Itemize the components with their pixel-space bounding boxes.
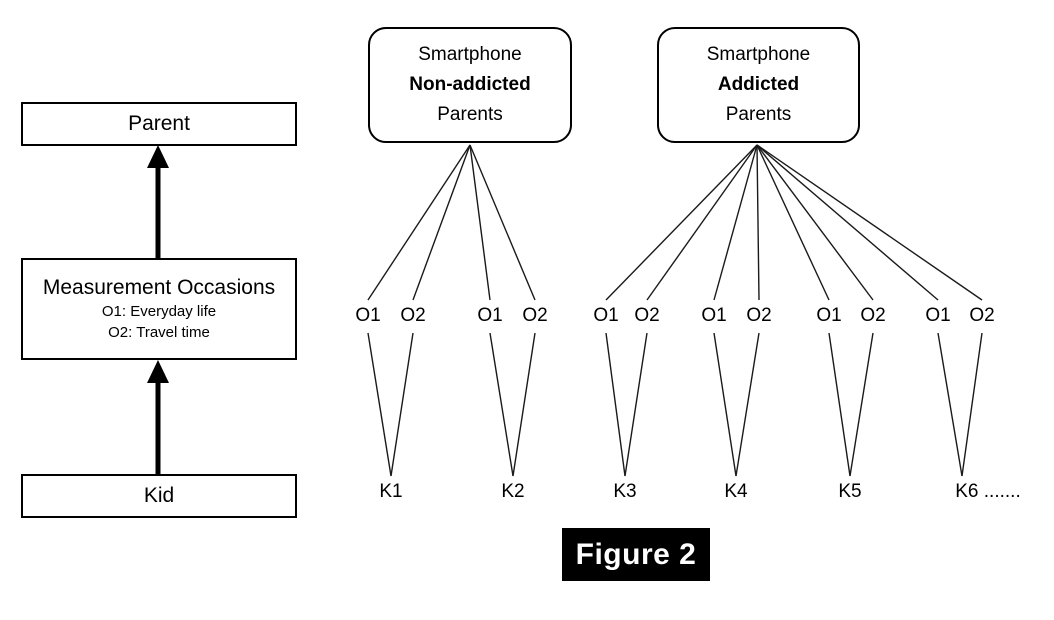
v-connector-k6 (937, 332, 983, 477)
group-line-3-non-addicted: Parents (437, 104, 503, 125)
group-box-addicted: Smartphone Addicted Parents (657, 27, 860, 143)
occasion-label-g1-1: O2 (400, 305, 426, 326)
kid-label-k6: K6 ....... (955, 481, 1021, 502)
v-connector-k4 (713, 332, 760, 477)
arrow-kid-to-mo (147, 360, 169, 474)
fan-non-addicted (367, 144, 536, 301)
occasion-label-g2-0: O1 (593, 305, 619, 326)
fan-addicted (605, 144, 983, 301)
group-line-1-non-addicted: Smartphone (418, 44, 522, 65)
occasion-label-g2-1: O2 (634, 305, 660, 326)
group-line-2-non-addicted: Non-addicted (409, 74, 531, 95)
v-connector-k3 (605, 332, 648, 477)
occasion-label-g2-5: O2 (860, 305, 886, 326)
kid-label-k5: K5 (838, 481, 862, 502)
occasion-label-g2-4: O1 (816, 305, 842, 326)
kid-label-k4: K4 (724, 481, 748, 502)
v-connector-k1 (367, 332, 414, 477)
arrow-mo-to-parent (147, 145, 169, 258)
kid-label-k1: K1 (379, 481, 403, 502)
kid-label-k2: K2 (501, 481, 525, 502)
group-box-non-addicted: Smartphone Non-addicted Parents (368, 27, 572, 143)
occasion-label-g2-7: O2 (969, 305, 995, 326)
occasion-label-g1-2: O1 (477, 305, 503, 326)
occasion-label-g1-0: O1 (355, 305, 381, 326)
occasion-label-g1-3: O2 (522, 305, 548, 326)
v-connector-k2 (489, 332, 536, 477)
group-line-2-addicted: Addicted (717, 74, 800, 95)
occasion-label-g2-3: O2 (746, 305, 772, 326)
level-box-measurement-occasions: Measurement Occasions O1: Everyday life … (21, 258, 297, 360)
group-line-3-addicted: Parents (725, 104, 792, 125)
kid-label-k3: K3 (613, 481, 637, 502)
level-title-parent: Parent (128, 112, 190, 135)
figure-caption-text: Figure 2 (575, 537, 697, 571)
occasion-label-g2-2: O1 (701, 305, 727, 326)
level-box-parent: Parent (21, 102, 297, 146)
group-line-1-addicted: Smartphone (706, 44, 811, 65)
level-subtitle-o1: O1: Everyday life (101, 303, 217, 320)
level-box-kid: Kid (21, 474, 297, 518)
figure-caption-chip: Figure 2 (562, 528, 710, 581)
level-subtitle-o2: O2: Travel time (108, 324, 210, 341)
level-title-kid: Kid (143, 484, 175, 507)
v-connector-k5 (828, 332, 874, 477)
occasion-label-g2-6: O1 (925, 305, 951, 326)
level-title-measurement-occasions: Measurement Occasions (42, 276, 276, 299)
